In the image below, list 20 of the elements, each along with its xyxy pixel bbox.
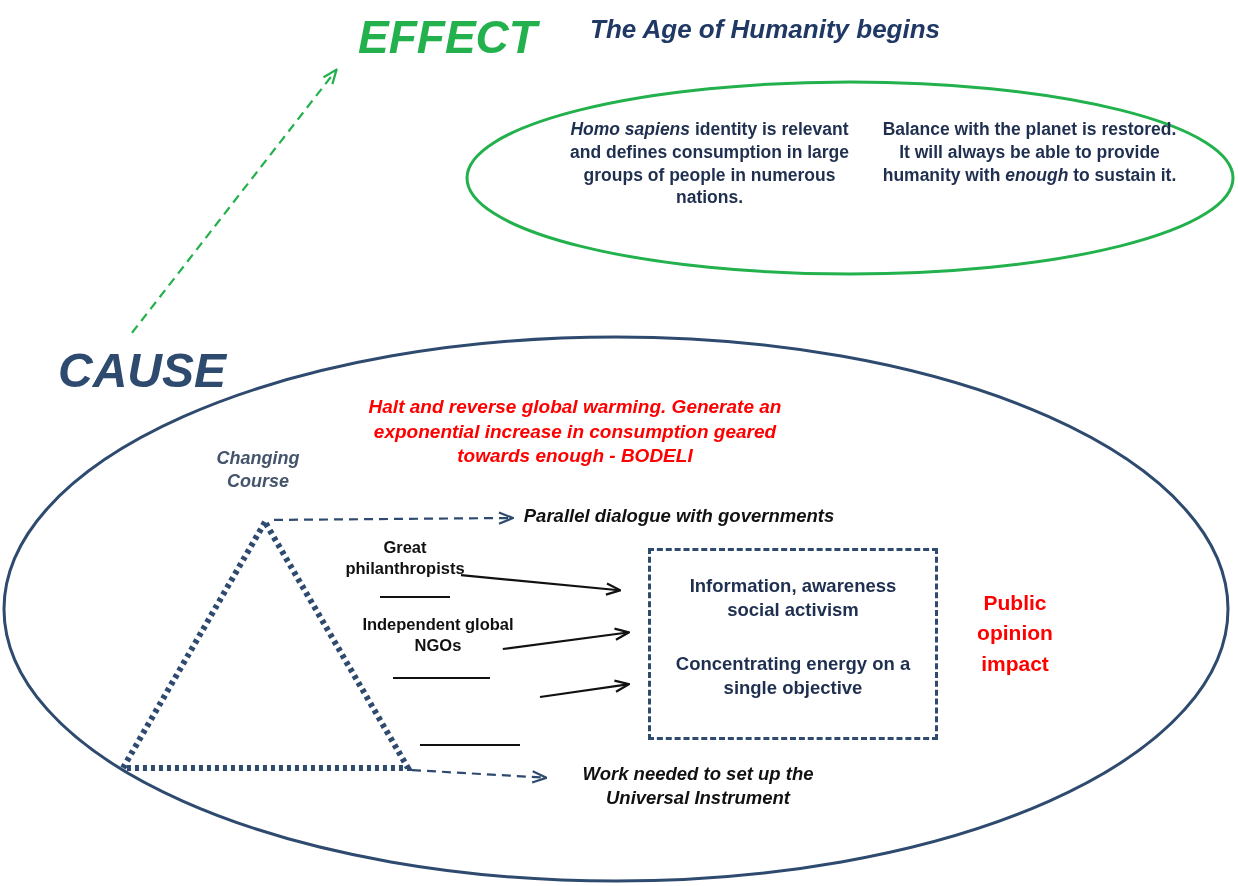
arrow <box>274 511 515 525</box>
arrow <box>131 68 338 334</box>
text-label: Great philanthropists <box>344 537 466 580</box>
text-label: Changing Course <box>215 447 301 494</box>
text-label: Work needed to set up the Universal Instrument <box>581 762 815 811</box>
arrow <box>460 574 622 596</box>
arrow <box>502 627 631 651</box>
heading-label: EFFECT <box>340 8 555 68</box>
text-label: Halt and reverse global warming. Generate an exponential increase in consumption geared towards enough - BODELI <box>367 395 783 469</box>
text-label: Independent global NGOs <box>361 614 515 657</box>
heading-label: CAUSE <box>57 343 228 399</box>
text-label: Homo sapiens identity is relevant and defines consumption in large groups of people in numerous nations. <box>568 118 851 209</box>
side-label: Public opinion impact <box>976 590 1054 677</box>
arrow <box>539 679 631 699</box>
text-label: Information, awareness social activism <box>688 574 898 623</box>
text-label: Balance with the planet is restored. It will always be able to provide humanity with enough to sustain it. <box>881 118 1178 187</box>
text-label: Parallel dialogue with governments <box>522 504 836 528</box>
text-label: Concentrating energy on a single objective <box>674 652 912 701</box>
arrow <box>411 768 548 784</box>
heading: The Age of Humanity begins <box>590 14 941 45</box>
